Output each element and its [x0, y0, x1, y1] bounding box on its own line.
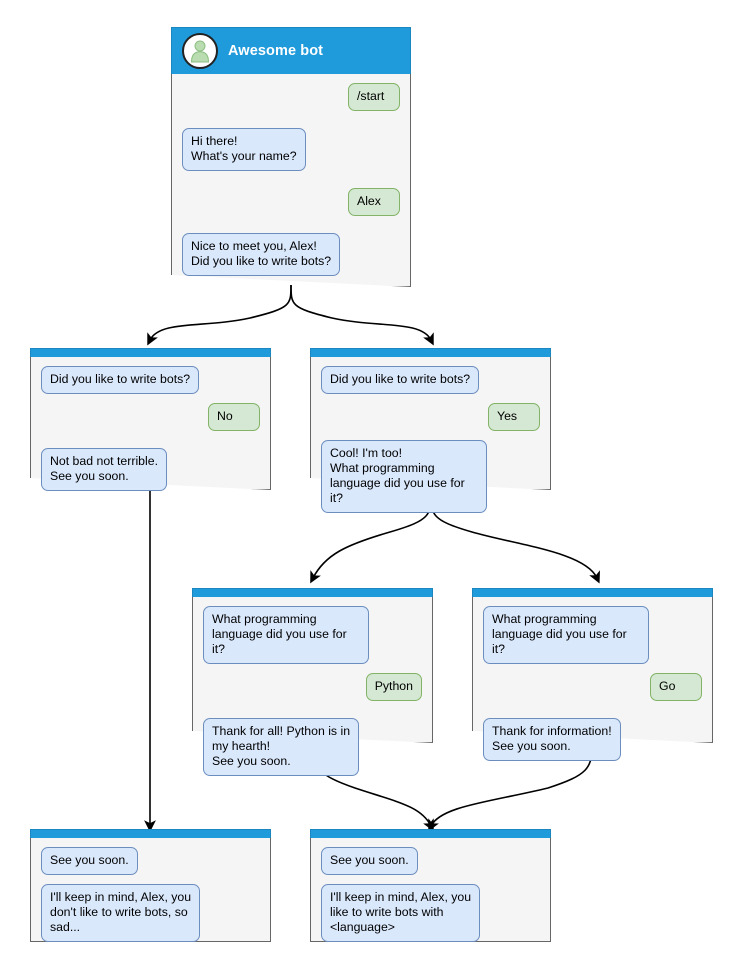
edge-root-to-no — [147, 284, 292, 346]
bot-message-bubble[interactable]: Did you like to write bots? — [321, 366, 480, 394]
message-row: See you soon. — [321, 847, 540, 875]
bot-message-bubble[interactable]: What programming language did you use fo… — [483, 606, 650, 664]
card-messages: /start Hi there! What's your name? Alex … — [171, 74, 411, 276]
card-messages: What programming language did you use fo… — [192, 597, 433, 776]
bot-message-bubble[interactable]: I'll keep in mind, Alex, you don't like … — [41, 884, 201, 942]
message-row: What programming language did you use fo… — [483, 606, 702, 664]
message-row: Cool! I'm too! What programming language… — [321, 440, 540, 513]
message-row: Go — [483, 673, 702, 701]
card-messages: See you soon. I'll keep in mind, Alex, y… — [310, 838, 551, 942]
message-row: /start — [182, 83, 400, 111]
message-row: No — [41, 403, 260, 431]
message-row: Did you like to write bots? — [41, 366, 260, 394]
answer-python-card[interactable]: What programming language did you use fo… — [192, 588, 433, 776]
bot-message-bubble[interactable]: What programming language did you use fo… — [203, 606, 370, 664]
user-message-bubble[interactable]: Python — [365, 673, 422, 701]
message-row: I'll keep in mind, Alex, you like to wri… — [321, 884, 540, 942]
bot-message-bubble[interactable]: I'll keep in mind, Alex, you like to wri… — [321, 884, 481, 942]
card-messages: Did you like to write bots? No Not bad n… — [30, 357, 271, 491]
message-row: Alex — [182, 188, 400, 216]
bot-message-bubble[interactable]: Nice to meet you, Alex! Did you like to … — [182, 233, 341, 276]
message-row: Python — [203, 673, 422, 701]
card-title: Awesome bot — [228, 43, 324, 59]
card-header — [472, 588, 713, 597]
bot-message-bubble[interactable]: Thank for information! See you soon. — [483, 718, 621, 761]
message-row: What programming language did you use fo… — [203, 606, 422, 664]
answer-yes-card[interactable]: Did you like to write bots? Yes Cool! I'… — [310, 348, 551, 513]
card-messages: Did you like to write bots? Yes Cool! I'… — [310, 357, 551, 513]
edge-root-to-yes — [290, 284, 434, 346]
message-row: See you soon. — [41, 847, 260, 875]
start-card[interactable]: Awesome bot /start Hi there! What's your… — [171, 27, 411, 287]
message-row: Thank for all! Python is in my hearth! S… — [203, 718, 422, 776]
bot-message-bubble[interactable]: Not bad not terrible. See you soon. — [41, 448, 168, 491]
bot-message-bubble[interactable]: Thank for all! Python is in my hearth! S… — [203, 718, 360, 776]
card-header — [192, 588, 433, 597]
user-message-bubble[interactable]: Alex — [348, 188, 400, 216]
bot-message-bubble[interactable]: Cool! I'm too! What programming language… — [321, 440, 488, 513]
end-yes-card[interactable]: See you soon. I'll keep in mind, Alex, y… — [310, 829, 551, 942]
message-row: Did you like to write bots? — [321, 366, 540, 394]
message-row: Thank for information! See you soon. — [483, 718, 702, 761]
bot-message-bubble[interactable]: Did you like to write bots? — [41, 366, 200, 394]
bot-message-bubble[interactable]: See you soon. — [321, 847, 418, 875]
card-header: Awesome bot — [171, 27, 411, 74]
message-row: Not bad not terrible. See you soon. — [41, 448, 260, 491]
card-header — [30, 829, 271, 838]
user-message-bubble[interactable]: No — [208, 403, 260, 431]
card-header — [310, 829, 551, 838]
user-message-bubble[interactable]: /start — [348, 83, 400, 111]
card-header — [310, 348, 551, 357]
message-row: Nice to meet you, Alex! Did you like to … — [182, 233, 400, 276]
message-row: I'll keep in mind, Alex, you don't like … — [41, 884, 260, 942]
card-header — [30, 348, 271, 357]
message-row: Hi there! What's your name? — [182, 128, 400, 171]
end-no-card[interactable]: See you soon. I'll keep in mind, Alex, y… — [30, 829, 271, 942]
user-message-bubble[interactable]: Go — [650, 673, 702, 701]
card-messages: What programming language did you use fo… — [472, 597, 713, 761]
card-messages: See you soon. I'll keep in mind, Alex, y… — [30, 838, 271, 942]
user-message-bubble[interactable]: Yes — [488, 403, 540, 431]
bot-message-bubble[interactable]: Hi there! What's your name? — [182, 128, 306, 171]
answer-go-card[interactable]: What programming language did you use fo… — [472, 588, 713, 761]
message-row: Yes — [321, 403, 540, 431]
answer-no-card[interactable]: Did you like to write bots? No Not bad n… — [30, 348, 271, 491]
person-avatar-icon — [182, 33, 218, 69]
bot-message-bubble[interactable]: See you soon. — [41, 847, 138, 875]
